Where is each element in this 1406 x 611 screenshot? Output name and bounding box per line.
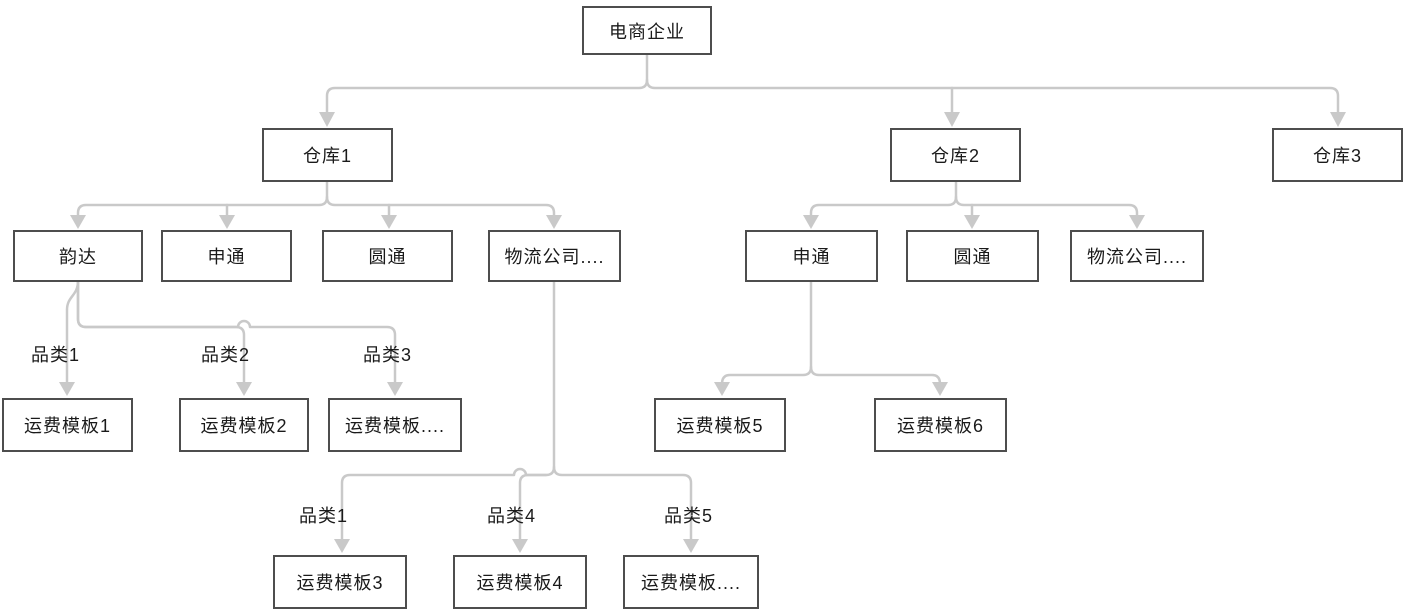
node-template-2: 运费模板2 (179, 398, 309, 452)
node-template-1: 运费模板1 (2, 398, 133, 452)
node-template-6: 运费模板6 (874, 398, 1007, 452)
node-w1-courier-shentong: 申通 (161, 230, 292, 282)
edge-yunda-template1 (65, 279, 80, 385)
arrowhead-template6 (932, 382, 948, 396)
arrowhead-shentong1 (219, 215, 235, 229)
arrowhead-template1 (59, 382, 75, 396)
arrowhead-yuantong2 (964, 215, 980, 229)
arrowhead-warehouse3 (1330, 112, 1346, 127)
edge-label-category: 品类5 (664, 506, 714, 526)
edge-logistics-template3 (340, 467, 548, 542)
arrowhead-template3 (334, 539, 350, 553)
arrowhead-template4 (512, 539, 528, 553)
node-w2-courier-yuantong: 圆通 (906, 230, 1039, 282)
arrowhead-yunda (70, 215, 86, 229)
connector-arrowheads (59, 112, 1346, 553)
edge-root-warehouse3 (645, 78, 1340, 115)
edge-warehouse2-logistics (954, 195, 1139, 217)
arrowhead-logistics2 (1129, 215, 1145, 229)
node-w2-courier-shentong: 申通 (745, 230, 878, 282)
edge-label-category: 品类4 (487, 506, 537, 526)
arrowhead-template-etc2 (683, 539, 699, 553)
arrowhead-warehouse2 (944, 112, 960, 127)
node-w1-courier-yunda: 韵达 (13, 230, 143, 282)
arrowhead-logistics1 (546, 215, 562, 229)
edge-yunda-template-etc (76, 279, 397, 385)
edge-shentong2-template5 (720, 279, 813, 386)
node-w1-courier-yuantong: 圆通 (322, 230, 453, 282)
edge-root-warehouse1 (325, 53, 649, 115)
node-warehouse-2: 仓库2 (890, 128, 1021, 182)
node-template-etc-2: 运费模板.... (623, 555, 759, 609)
arrowhead-template-etc1 (387, 382, 403, 396)
edge-warehouse1-logistics (325, 195, 556, 217)
edge-label-category: 品类1 (299, 506, 349, 526)
edge-label-category: 品类3 (363, 345, 413, 365)
edge-logistics-template-etc (552, 465, 693, 542)
node-template-4: 运费模板4 (453, 555, 587, 609)
arrowhead-shentong2 (803, 215, 819, 229)
edge-warehouse2-shentong (809, 180, 958, 217)
arrowhead-template2 (236, 382, 252, 396)
node-warehouse-3: 仓库3 (1272, 128, 1403, 182)
node-template-3: 运费模板3 (273, 555, 407, 609)
node-w1-courier-logistics: 物流公司.... (488, 230, 621, 282)
edge-label-category: 品类2 (201, 345, 251, 365)
node-root: 电商企业 (582, 6, 712, 55)
arrowhead-warehouse1 (319, 112, 335, 127)
edge-shentong2-template6 (809, 365, 942, 386)
edge-yunda-template2 (76, 279, 246, 385)
edge-label-category: 品类1 (31, 345, 81, 365)
edge-warehouse1-yunda (76, 180, 329, 217)
node-template-etc-1: 运费模板.... (328, 398, 462, 452)
arrowhead-yuantong1 (381, 215, 397, 229)
arrowhead-template5 (714, 382, 730, 396)
node-w2-courier-logistics: 物流公司.... (1070, 230, 1204, 282)
node-warehouse-1: 仓库1 (262, 128, 393, 182)
connector-lines (65, 53, 1340, 542)
node-template-5: 运费模板5 (654, 398, 786, 452)
